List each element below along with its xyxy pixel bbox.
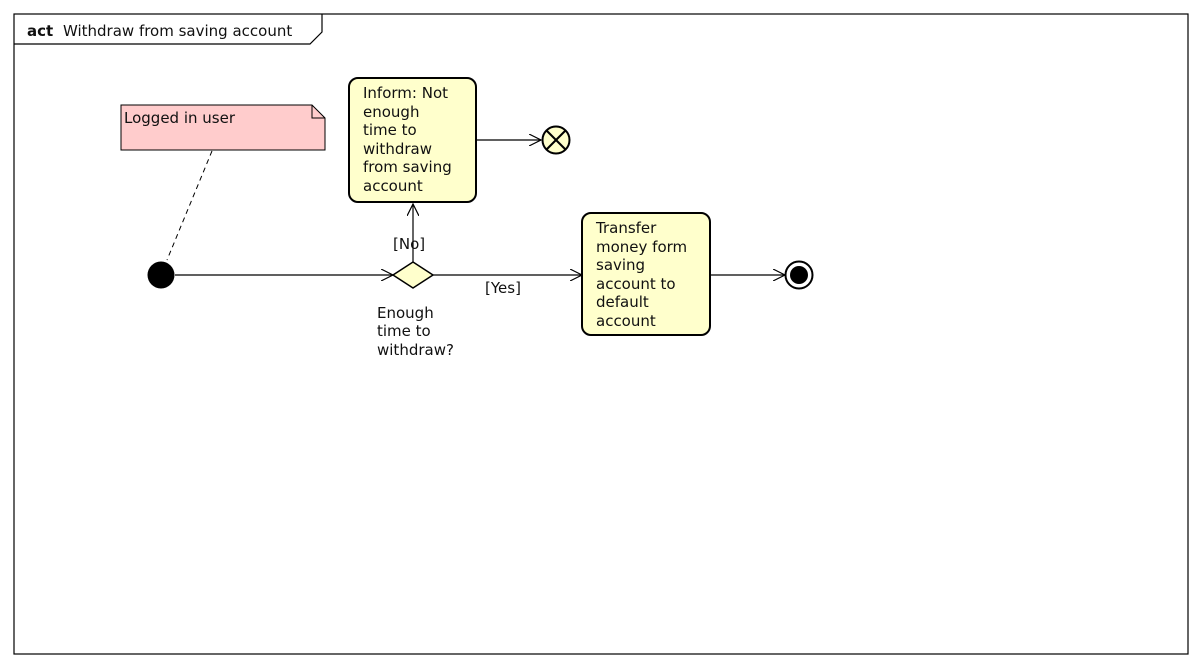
frame-title-tab [14,14,323,45]
frame-title: Withdraw from saving account [63,22,292,40]
action-inform-label: Inform: Not enough time to withdraw from… [363,84,457,195]
decision-node-icon [391,261,435,289]
flow-final-icon [541,125,571,155]
frame-keyword: act [27,22,53,40]
activity-final-icon [784,260,814,290]
note-text: Logged in user [124,109,236,127]
note-anchor-line [166,150,213,261]
guard-no: [No] [393,235,425,253]
action-transfer-label: Transfer money form saving account to de… [595,219,692,330]
action-inform: Inform: Not enough time to withdraw from… [348,77,477,203]
note: Logged in user [120,104,326,151]
svg-text:act Withdraw from saving a: act Withdraw from saving account [27,22,292,40]
action-transfer: Transfer money form saving account to de… [581,212,711,336]
initial-node-icon [147,261,175,289]
decision-label: Enough time to withdraw? [377,304,454,359]
guard-yes: [Yes] [485,279,521,297]
